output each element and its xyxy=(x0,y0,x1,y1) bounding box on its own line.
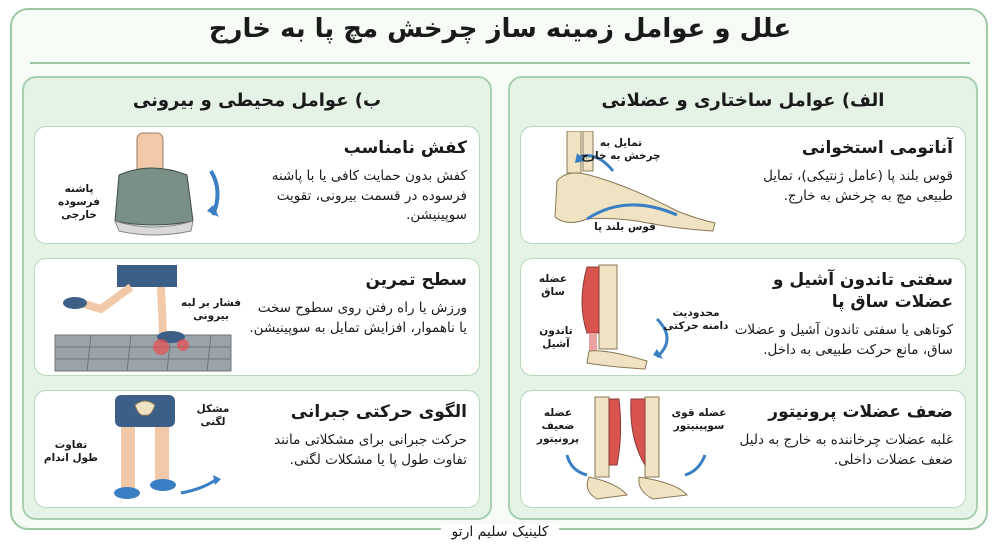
card-heading: ضعف عضلات پرونیتور xyxy=(768,402,953,422)
card-compensatory-pattern: الگوی حرکتی جبرانی حرکت جبرانی برای مشکل… xyxy=(34,390,480,508)
label-strong-supinator: عضله قوی سوپینیتور xyxy=(671,407,727,433)
card-heading: کفش نامناسب xyxy=(343,138,467,158)
card-body: قوس بلند پا (عامل ژنتیکی)، تمایل طبیعی م… xyxy=(763,168,953,204)
column-title-structural: الف) عوامل ساختاری و عضلانی xyxy=(601,90,885,111)
label-calf-muscle: عضله ساق xyxy=(538,273,568,299)
card-heading: آناتومی استخوانی xyxy=(801,138,953,158)
card-heading: الگوی حرکتی جبرانی xyxy=(290,402,467,422)
label-outer-edge-pressure: فشار بر لبه بیرونی xyxy=(181,297,241,323)
page-title: علل و عوامل زمینه ساز چرخش مچ پا به خارج xyxy=(208,14,792,44)
label-worn-outer-heel: پاشنه فرسوده خارجی xyxy=(58,183,100,222)
clinic-footer: کلینیک سلیم ارتو xyxy=(0,524,1000,540)
card-pronator-weakness: ضعف عضلات پرونیتور غلبه عضلات چرخاننده ب… xyxy=(520,390,966,508)
pelvis-legs-illustration xyxy=(114,395,221,499)
card-bone-anatomy: آناتومی استخوانی قوس بلند پا (عامل ژنتیک… xyxy=(520,126,966,244)
card-body: کفش بدون حمایت کافی یا با پاشنه فرسوده د… xyxy=(271,168,467,224)
title-divider xyxy=(30,62,970,64)
footer-text: کلینیک سلیم ارتو xyxy=(441,524,559,540)
foot-skeleton-illustration xyxy=(554,131,716,232)
label-achilles-tendon: تاندون آشیل xyxy=(539,325,573,351)
calf-muscle-illustration xyxy=(581,264,669,370)
card-heading: سطح تمرین xyxy=(365,270,468,290)
card-body: حرکت جبرانی برای مشکلاتی مانند تفاوت طول… xyxy=(274,432,467,468)
column-external-factors: ب) عوامل محیطی و بیرونی کفش نامناسب کفش … xyxy=(22,76,492,520)
card-body: ورزش یا راه رفتن روی سطوح سخت یا ناهموار… xyxy=(249,300,467,336)
leg-muscles-illustration xyxy=(565,396,707,500)
label-outward-tendency: تمایل به چرخش به خارج xyxy=(581,137,661,163)
label-pelvic-problem: مشکل لگنی xyxy=(196,403,230,429)
card-heading: سفتی تاندون آشیل و عضلات ساق پا xyxy=(772,270,953,313)
label-high-arch: قوس بلند پا xyxy=(594,221,656,233)
runner-on-surface-illustration xyxy=(54,265,232,372)
card-training-surface: سطح تمرین ورزش یا راه رفتن روی سطوح سخت … xyxy=(34,258,480,376)
card-body: کوتاهی یا سفتی تاندون آشیل و عضلات ساق، … xyxy=(734,322,953,358)
card-achilles-tightness: سفتی تاندون آشیل و عضلات ساق پا کوتاهی ی… xyxy=(520,258,966,376)
label-range-limitation: محدودیت دامنه حرکتی xyxy=(663,307,729,333)
card-improper-shoes: کفش نامناسب کفش بدون حمایت کافی یا با پا… xyxy=(34,126,480,244)
card-body: غلبه عضلات چرخاننده به خارج به دلیل ضعف … xyxy=(739,432,953,468)
column-title-external: ب) عوامل محیطی و بیرونی xyxy=(132,90,382,111)
label-leg-length-difference: تفاوت طول اندام xyxy=(43,439,99,465)
worn-shoe-illustration xyxy=(114,132,220,236)
column-structural-factors: الف) عوامل ساختاری و عضلانی آناتومی استخ… xyxy=(508,76,978,520)
label-weak-pronator: عضله ضعیف پرونیتور xyxy=(536,407,580,446)
